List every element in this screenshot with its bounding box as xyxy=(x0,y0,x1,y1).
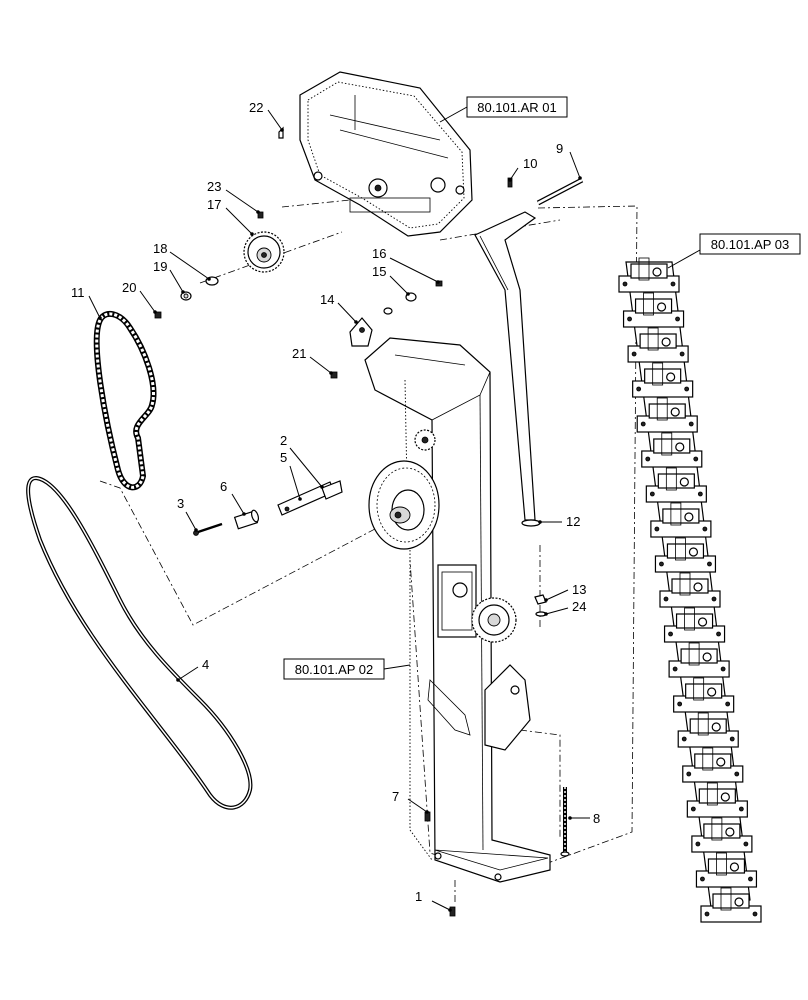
reference-label: 80.101.AP 03 xyxy=(711,237,790,252)
knife-section xyxy=(691,817,753,853)
part-callout: 3 xyxy=(177,496,198,532)
part-callout: 14 xyxy=(320,292,358,324)
main-frame-tower xyxy=(364,337,551,883)
part-callout: 8 xyxy=(568,811,600,826)
callout-layer: 22 23 17 10 9 18 19 16 15 11 20 14 21 2 5 6 3 12 13 24 4 7 8 1 8… xyxy=(71,96,801,912)
upper-gear-housing xyxy=(299,71,473,237)
part-number-label: 6 xyxy=(220,479,227,494)
reference-box[interactable]: 80.101.AP 03 xyxy=(667,233,801,269)
reference-box[interactable]: 80.101.AP 02 xyxy=(283,658,411,680)
part-number-label: 10 xyxy=(523,156,537,171)
knife-section xyxy=(627,327,689,363)
pin xyxy=(507,177,513,188)
knife-section xyxy=(695,852,758,888)
bolt xyxy=(330,371,338,379)
part-callout: 17 xyxy=(207,197,254,236)
part-callout: 9 xyxy=(556,141,582,180)
drive-chain xyxy=(93,310,157,491)
part-callout: 1 xyxy=(415,889,452,912)
part-callout: 21 xyxy=(292,346,333,375)
knife-section xyxy=(654,537,717,573)
part-number-label: 12 xyxy=(566,514,580,529)
washer xyxy=(383,307,393,315)
part-callout: 5 xyxy=(280,450,302,501)
bolt xyxy=(154,311,162,319)
tension-plate xyxy=(321,480,343,500)
part-number-label: 20 xyxy=(122,280,136,295)
plate-hole xyxy=(284,506,290,512)
bolt xyxy=(194,522,223,535)
assembly-lines xyxy=(99,199,638,905)
part-number-label: 2 xyxy=(280,433,287,448)
reference-label: 80.101.AP 02 xyxy=(295,662,374,677)
part-callout: 20 xyxy=(122,280,157,314)
knife-section xyxy=(645,467,707,503)
v-belt xyxy=(26,475,253,810)
part-number-label: 24 xyxy=(572,599,586,614)
reference-box[interactable]: 80.101.AR 01 xyxy=(439,96,568,123)
reference-label: 80.101.AR 01 xyxy=(477,100,557,115)
main-pulley xyxy=(368,460,440,550)
rod xyxy=(536,177,584,206)
part-number-label: 21 xyxy=(292,346,306,361)
part-number-label: 3 xyxy=(177,496,184,511)
bushing xyxy=(183,293,189,299)
knife-section xyxy=(659,572,721,608)
part-callout: 23 xyxy=(207,179,260,214)
part-callout: 2 xyxy=(280,433,324,489)
part-callout: 12 xyxy=(538,514,580,529)
part-number-label: 7 xyxy=(392,789,399,804)
part-number-label: 17 xyxy=(207,197,221,212)
part-number-label: 5 xyxy=(280,450,287,465)
part-number-label: 16 xyxy=(372,246,386,261)
long-bolt xyxy=(560,787,570,857)
part-callout: 18 xyxy=(153,241,211,281)
part-number-label: 14 xyxy=(320,292,334,307)
pin xyxy=(257,211,264,219)
bracket-hole xyxy=(359,327,365,333)
part-number-label: 4 xyxy=(202,657,209,672)
knife-section xyxy=(650,502,712,538)
knife-section xyxy=(668,642,730,678)
part-number-label: 19 xyxy=(153,259,167,274)
part-number-label: 1 xyxy=(415,889,422,904)
part-number-label: 23 xyxy=(207,179,221,194)
knife-section xyxy=(677,712,739,748)
part-callout: 15 xyxy=(372,264,410,296)
nut xyxy=(534,594,547,605)
part-number-label: 9 xyxy=(556,141,563,156)
part-number-label: 8 xyxy=(593,811,600,826)
part-callout: 19 xyxy=(153,259,185,294)
sprocket xyxy=(243,231,285,273)
part-callout: 10 xyxy=(508,156,537,182)
knife-section xyxy=(663,607,726,643)
part-number-label: 15 xyxy=(372,264,386,279)
part-callout: 6 xyxy=(220,479,246,516)
knife-section xyxy=(632,362,694,398)
part-callout: 16 xyxy=(372,246,440,284)
knife-section xyxy=(641,432,703,468)
part-number-label: 22 xyxy=(249,100,263,115)
knife-section xyxy=(686,782,748,818)
part-callout: 13 xyxy=(544,582,586,602)
spacer xyxy=(233,509,260,530)
knife-section xyxy=(618,257,680,293)
part-callout: 11 xyxy=(71,285,102,320)
part-number-label: 11 xyxy=(71,285,85,300)
knife-sickle-assembly xyxy=(618,257,762,923)
knife-section xyxy=(622,292,685,328)
part-callout: 7 xyxy=(392,789,429,814)
knife-section xyxy=(673,677,735,713)
part-callout: 22 xyxy=(249,100,284,132)
part-callout: 24 xyxy=(544,599,586,616)
knife-section xyxy=(636,397,698,433)
knife-section xyxy=(682,747,744,783)
part-number-label: 13 xyxy=(572,582,586,597)
knife-section xyxy=(700,887,762,923)
part-number-label: 18 xyxy=(153,241,167,256)
part-callout: 4 xyxy=(176,657,209,682)
